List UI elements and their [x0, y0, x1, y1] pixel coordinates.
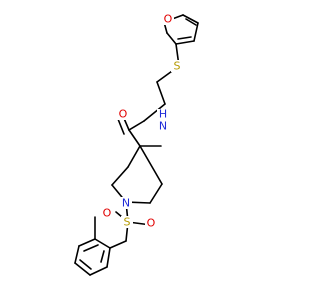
label-mask — [162, 13, 174, 25]
furan-bond — [182, 14, 199, 24]
atom-labels: O S O N H N S O O — [101, 13, 183, 230]
benzene-bond — [74, 245, 80, 264]
benzyl-bond — [109, 240, 127, 249]
benzene-bond — [89, 266, 108, 276]
benzene-bond — [94, 238, 111, 249]
benzene-bond — [74, 262, 91, 276]
label-mask — [157, 120, 169, 132]
furan-double-bond — [177, 36, 192, 40]
furan-oxygen-label: O — [164, 13, 173, 26]
sulfide-sulfur-label: S — [174, 60, 181, 73]
label-mask — [117, 108, 129, 120]
piperidine-bond — [127, 145, 141, 168]
piperidine-bond — [149, 183, 163, 204]
carbonyl-double-bond — [117, 118, 125, 135]
chain-bond — [143, 103, 166, 122]
sulfonyl-oxygen-left-label: O — [103, 207, 112, 220]
label-mask — [121, 216, 133, 228]
label-mask — [101, 207, 113, 219]
furan-bond — [175, 40, 195, 45]
benzene-bond — [78, 238, 96, 247]
benzene-double-bond — [100, 250, 105, 263]
piperidine-bond — [128, 129, 141, 147]
label-mask — [157, 109, 169, 121]
benzene-double-bond — [83, 244, 99, 252]
benzene-bond — [106, 247, 111, 268]
piperidine-bond — [111, 166, 129, 186]
label-mask — [171, 60, 183, 72]
molecule-diagram: O S O N H N S O O — [74, 13, 199, 276]
chain-bond — [156, 81, 166, 105]
furan-bond — [166, 32, 177, 45]
sulfonyl-oxygen-right-label: O — [147, 217, 156, 230]
sulfonyl-sulfur-label: S — [124, 216, 131, 229]
furan-double-bond — [185, 18, 197, 26]
amide-oxygen-label: O — [119, 108, 128, 121]
piperidine-nitrogen-label: N — [122, 197, 130, 210]
label-mask — [145, 217, 157, 229]
label-mask — [120, 197, 132, 209]
benzene-double-bond — [79, 259, 92, 270]
furan-bond — [193, 22, 199, 42]
chain-bond — [128, 120, 145, 131]
amide-nitrogen-label: N — [159, 120, 167, 133]
amide-hydrogen-label: H — [159, 108, 167, 121]
piperidine-bond — [139, 145, 163, 185]
bonds — [74, 14, 199, 276]
